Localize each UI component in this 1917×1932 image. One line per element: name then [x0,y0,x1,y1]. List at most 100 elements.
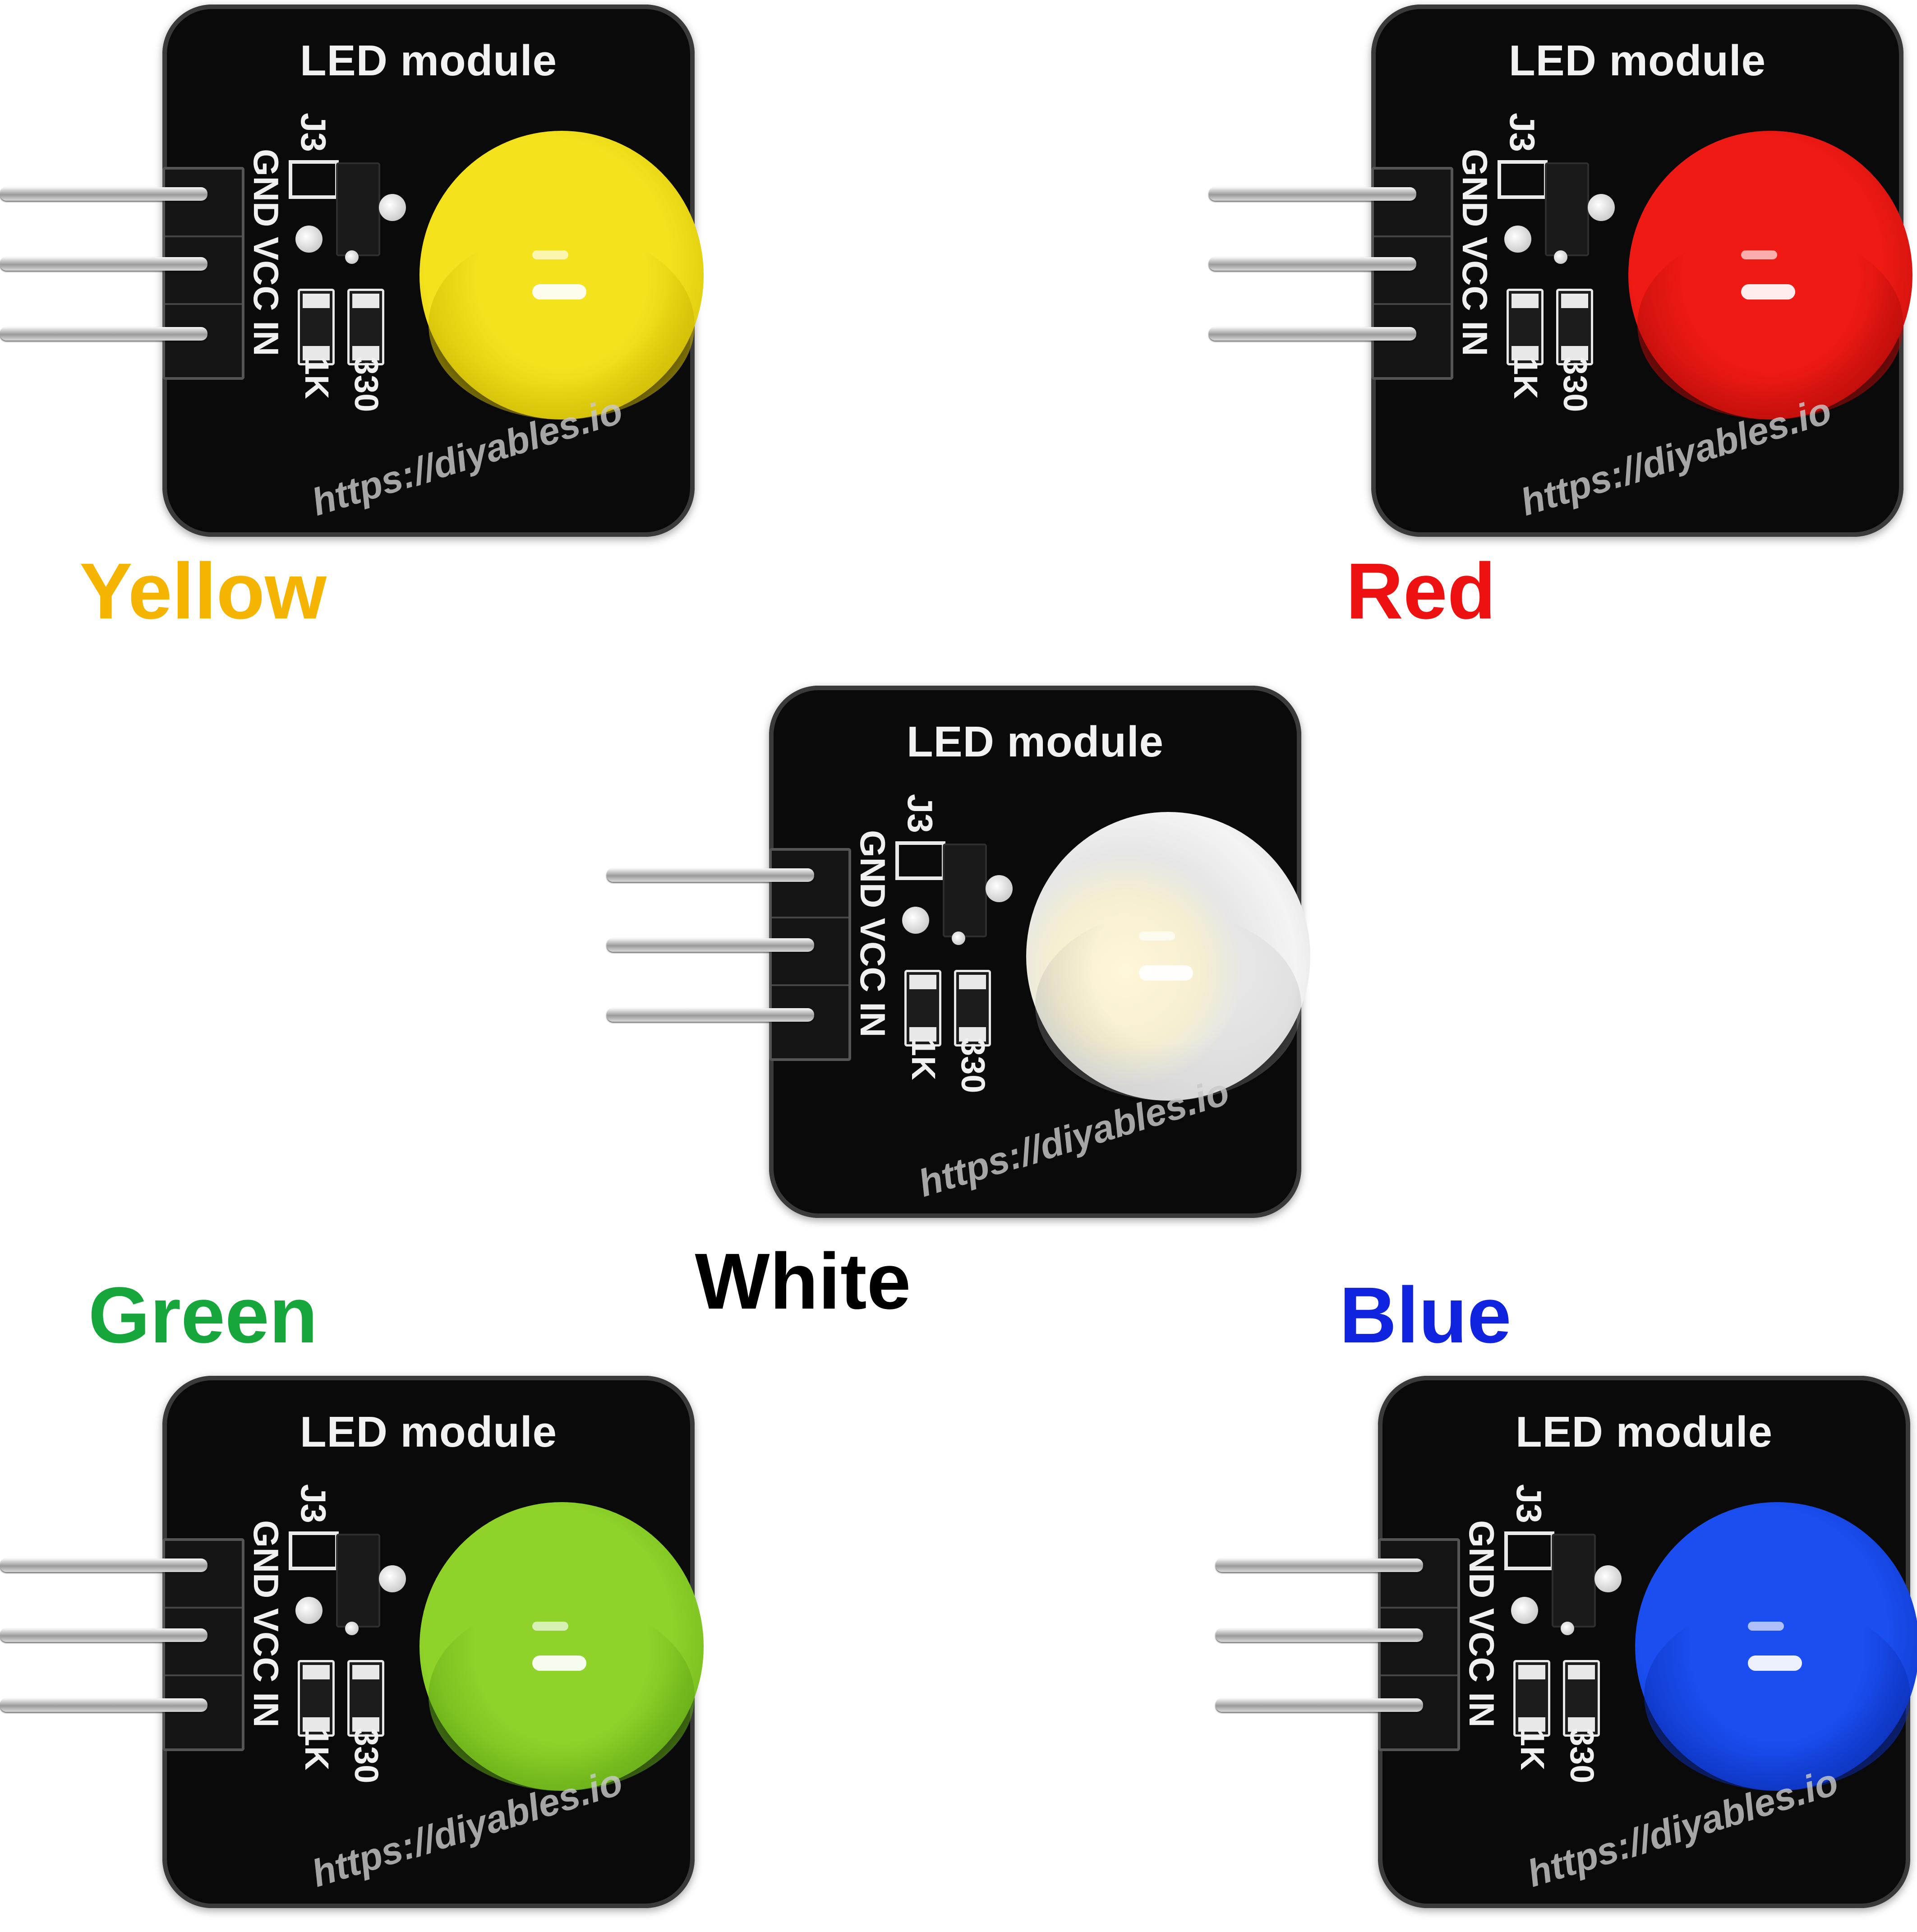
transistor [1545,162,1589,256]
pin-header [162,1538,244,1751]
resistor-330 [1563,1660,1600,1737]
pin-gnd-tip [1209,187,1416,201]
led-module-green: LED module GND VCC IN J3 1K 33 [0,1376,704,1917]
solder-pad [295,226,323,253]
resistor-330-label: 330 [348,1728,385,1784]
solder-pad [1504,226,1531,253]
resistor-1k-label: 1K [1514,1728,1551,1771]
pin-label-gnd: GND [853,830,893,908]
pin-label-gnd: GND [1455,149,1495,227]
header-ref-label: J3 [294,1484,333,1523]
led-module-yellow: LED module GND VCC IN J3 1K 33 [0,5,704,546]
solder-pad [986,875,1013,902]
solder-pad [1561,1622,1574,1635]
pin-labels: GND VCC IN [1452,149,1498,374]
pin-label-in: IN [1455,321,1495,356]
pin-label-in: IN [246,321,286,356]
led-highlight [532,1655,586,1671]
pin-vcc-tip [1216,1628,1423,1642]
pin-labels: GND VCC IN [850,830,895,1056]
module-title: LED module [300,1408,557,1456]
resistor-330-label: 330 [1557,356,1594,412]
pin-in-tip [1209,327,1416,341]
resistor-330 [347,289,384,365]
led-module-red: LED module GND VCC IN J3 1K 33 [1209,5,1912,546]
module-title: LED module [1508,37,1766,85]
color-label-white: White [695,1237,911,1326]
pin-in-tip [0,1698,207,1712]
led-rim [1035,911,1301,1101]
resistor-1k [1513,1660,1550,1737]
pin-label-vcc: VCC [246,1608,286,1683]
led-highlight [1748,1655,1802,1671]
solder-pad [379,194,406,221]
resistor-330 [347,1660,384,1737]
pin-vcc-tip [0,257,207,271]
resistor-1k-label: 1K [298,356,336,399]
pin-label-vcc: VCC [1462,1608,1502,1683]
pin-header [162,167,244,380]
pin-labels: GND VCC IN [244,149,289,374]
solder-pad [345,250,359,264]
silkscreen-rect [1498,160,1548,199]
pin-gnd-tip [1216,1559,1423,1572]
solder-pad [952,931,965,945]
resistor-330 [1556,289,1593,365]
pin-header [1371,167,1453,380]
pin-vcc-tip [1209,257,1416,271]
resistor-1k [904,970,941,1047]
pin-label-in: IN [246,1692,286,1728]
solder-pad [902,907,929,934]
led-rim [1644,1601,1910,1791]
resistor-1k-label: 1K [905,1037,942,1080]
pin-labels: GND VCC IN [244,1520,289,1746]
led-highlight [532,1622,568,1631]
header-ref-label: J3 [900,794,940,833]
silkscreen-rect [289,160,339,199]
silkscreen-rect [289,1531,339,1570]
pin-label-vcc: VCC [853,918,893,992]
led-highlight [1741,284,1795,300]
pin-label-gnd: GND [1462,1520,1502,1599]
pin-vcc-tip [0,1628,207,1642]
transistor [336,1534,380,1628]
pin-label-vcc: VCC [1455,237,1495,311]
led-highlight [532,250,568,259]
pin-header [1378,1538,1460,1751]
solder-pad [379,1565,406,1592]
pin-label-in: IN [1462,1692,1502,1728]
solder-pad [1511,1597,1538,1624]
header-ref-label: J3 [294,113,333,152]
led-highlight [532,284,586,300]
led-highlight [1139,931,1175,941]
silkscreen-rect [1504,1531,1554,1570]
pin-in-tip [607,1008,814,1022]
led-highlight [1741,250,1777,259]
resistor-1k [298,289,335,365]
module-title: LED module [1515,1408,1773,1456]
solder-pad [1588,194,1615,221]
resistor-1k [298,1660,335,1737]
header-ref-label: J3 [1502,113,1542,152]
pin-labels: GND VCC IN [1459,1520,1504,1746]
pin-in-tip [0,327,207,341]
pin-label-vcc: VCC [246,237,286,311]
resistor-330 [954,970,991,1047]
pin-label-in: IN [853,1002,893,1037]
led-rim [429,230,695,420]
led-highlight [1139,965,1193,981]
transistor [943,844,987,937]
pin-label-gnd: GND [246,149,286,227]
resistor-1k-label: 1K [1507,356,1544,399]
led-rim [1637,230,1903,420]
resistor-330-label: 330 [1563,1728,1601,1784]
resistor-330-label: 330 [954,1037,992,1093]
led-highlight [1748,1622,1784,1631]
led-module-blue: LED module GND VCC IN J3 1K 33 [1216,1376,1917,1917]
resistor-1k [1507,289,1544,365]
color-label-red: Red [1346,547,1496,636]
pin-gnd-tip [607,868,814,882]
pin-gnd-tip [0,1559,207,1572]
pin-label-gnd: GND [246,1520,286,1599]
